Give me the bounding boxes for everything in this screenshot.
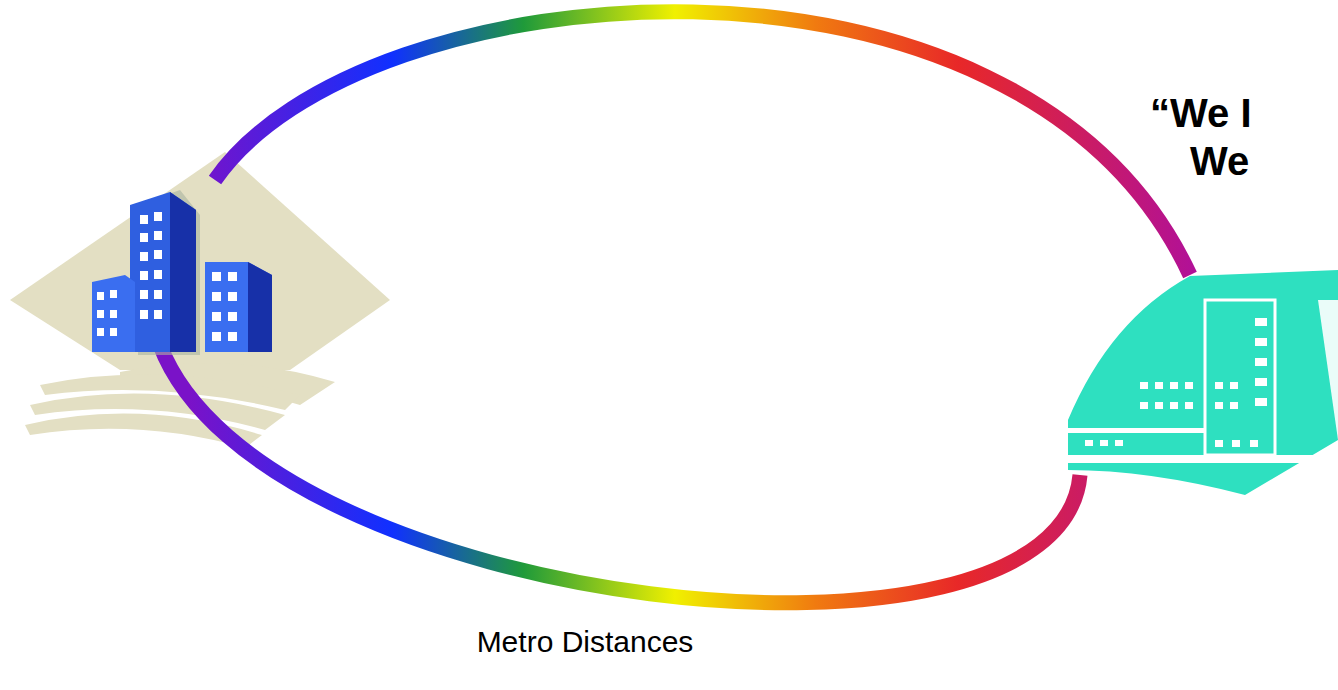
rainbow-arc [160,345,1080,603]
rainbow-arc [215,12,1190,275]
blue-buildings [92,190,272,355]
beige-diamond [10,152,390,370]
caption-label: Metro Distances [477,625,694,660]
quote-text: We [1190,138,1249,184]
teal-building-icon [1060,270,1338,495]
quote-text: “We I [1150,90,1252,136]
